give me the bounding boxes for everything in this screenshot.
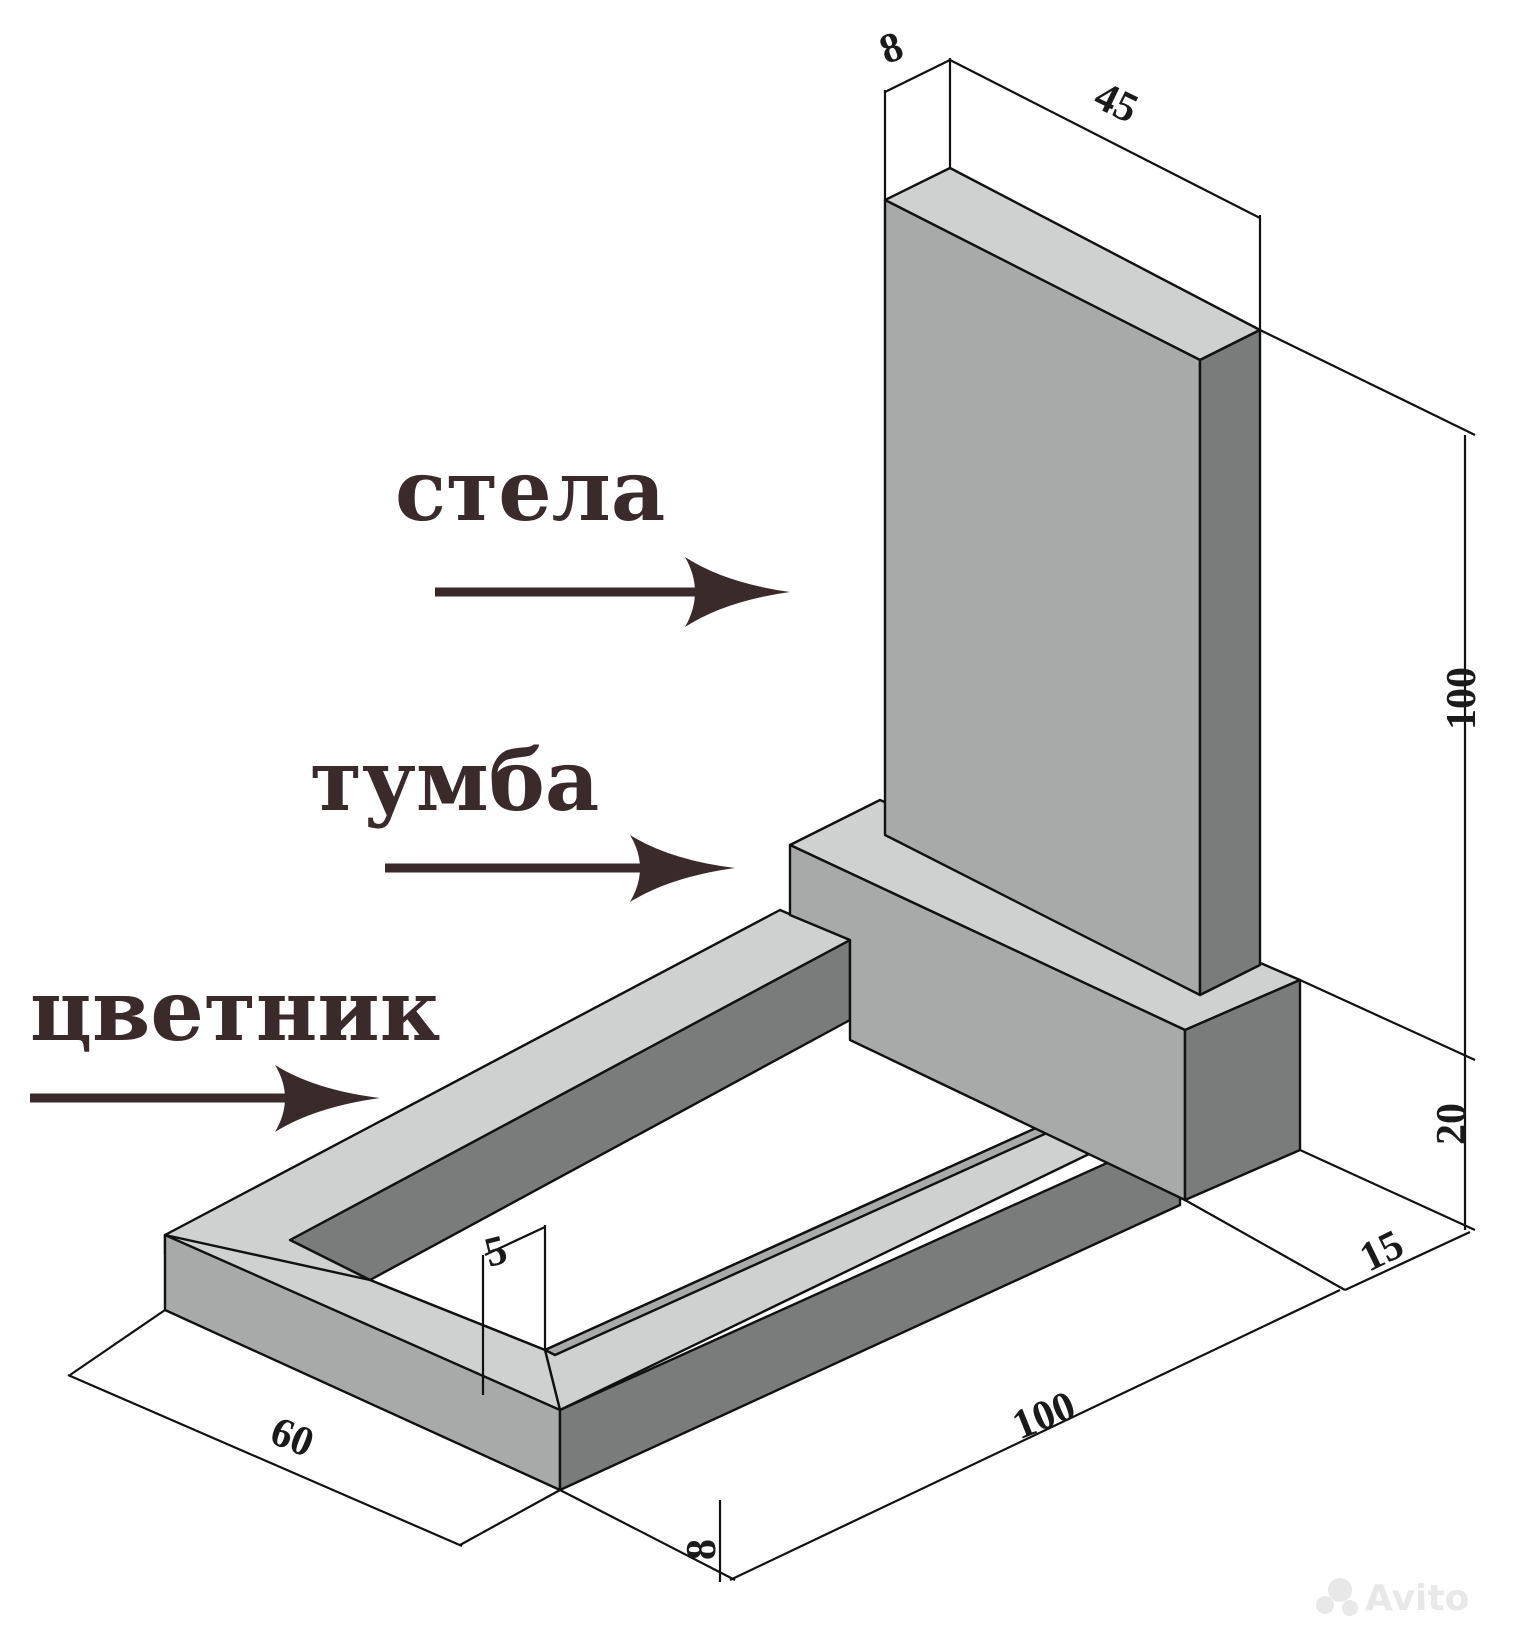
arrow-tumba bbox=[385, 835, 735, 902]
stela-side bbox=[1198, 328, 1262, 997]
dim-tumba-height: 20 bbox=[1429, 1103, 1475, 1145]
arrow-tsvetnik bbox=[30, 1065, 380, 1132]
avito-logo-icon bbox=[1328, 1578, 1352, 1602]
dim-tsvetnik-width: 60 bbox=[264, 1408, 320, 1466]
tsvetnik-shape bbox=[163, 908, 1182, 1492]
dim-tsvetnik-wall: 5 bbox=[480, 1227, 512, 1277]
stela-shape bbox=[883, 166, 1262, 997]
label-stela: стела bbox=[395, 441, 665, 540]
watermark-text: Avito bbox=[1365, 1578, 1469, 1619]
dimension-lines bbox=[67, 58, 1476, 1582]
arrow-stela bbox=[435, 557, 790, 627]
dim-tsvetnik-height: 8 bbox=[679, 1539, 725, 1560]
dim-tumba-depth: 15 bbox=[1353, 1221, 1411, 1281]
avito-watermark: Avito bbox=[1316, 1578, 1469, 1619]
label-tumba: тумба bbox=[310, 731, 599, 830]
dim-stela-thickness: 8 bbox=[874, 23, 909, 73]
dim-stela-height: 100 bbox=[1439, 667, 1485, 730]
dim-tsvetnik-length: 100 bbox=[1006, 1383, 1082, 1449]
label-tsvetnik: цветник bbox=[30, 961, 440, 1060]
dim-stela-width: 45 bbox=[1087, 73, 1145, 133]
tsvetnik-right-face bbox=[558, 1128, 1182, 1492]
